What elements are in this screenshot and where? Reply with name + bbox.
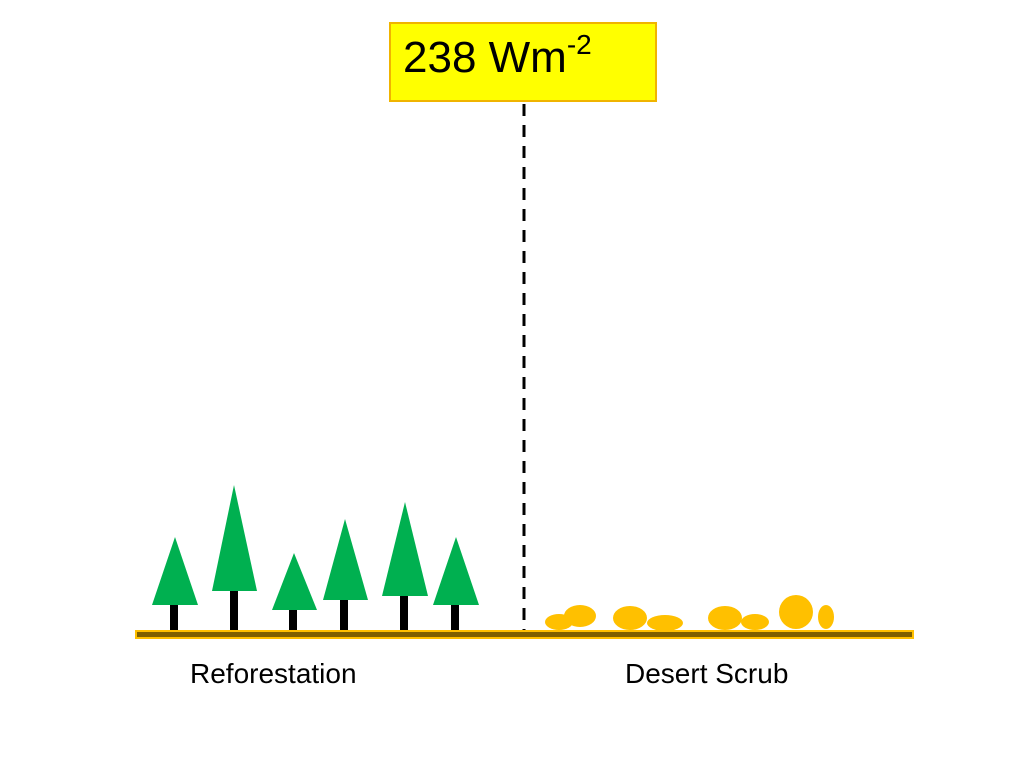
flux-value-box: 238 Wm-2 <box>389 22 657 102</box>
shrub-icon <box>779 595 834 629</box>
flux-value-text: 238 Wm-2 <box>403 31 592 82</box>
tree-icon <box>272 553 317 634</box>
flux-exponent: -2 <box>566 29 592 60</box>
flux-value: 238 Wm <box>403 33 567 82</box>
tree-icon <box>433 537 479 634</box>
tree-icon <box>152 537 198 634</box>
tree-icon <box>323 519 368 634</box>
shrub-icon <box>613 606 683 631</box>
tree-icon <box>382 502 428 634</box>
shrubs <box>545 595 834 631</box>
trees <box>152 485 479 634</box>
shrub-icon <box>545 605 596 630</box>
reforestation-label: Reforestation <box>190 658 357 689</box>
ground-line <box>135 630 914 639</box>
tree-icon <box>212 485 257 634</box>
desert-scrub-label: Desert Scrub <box>625 658 789 689</box>
shrub-icon <box>708 606 769 630</box>
